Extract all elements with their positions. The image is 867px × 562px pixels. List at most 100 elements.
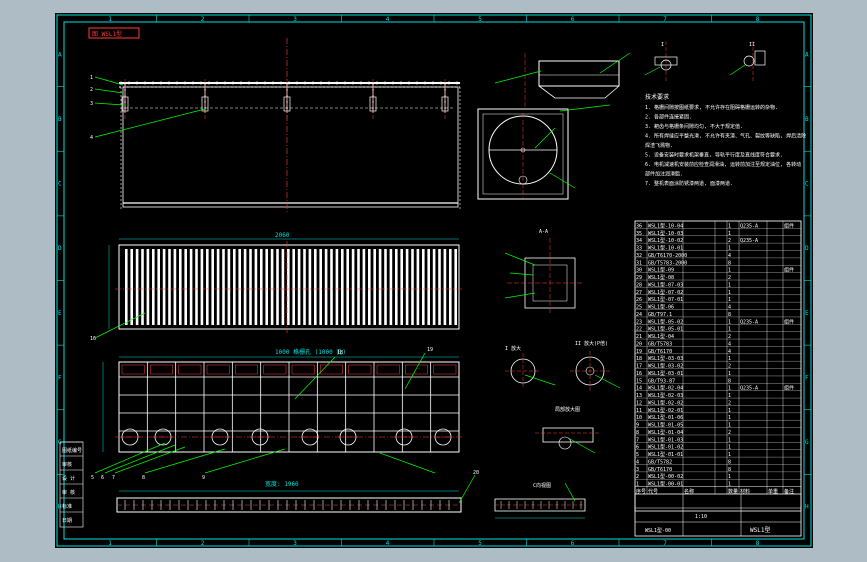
grate-bar: [222, 249, 225, 325]
parts-cell: WSL1型-04: [648, 333, 674, 340]
small-view-2: II: [729, 41, 766, 83]
parts-cell: 3: [636, 467, 639, 473]
zone-mark-bottom: 1: [108, 540, 112, 547]
plan-title: 1000 格栅孔 (1000 孔): [275, 348, 346, 356]
parts-cell: 9: [636, 423, 639, 429]
parts-cell: WSL1型-01-06: [648, 414, 683, 421]
parts-cell: 25: [636, 305, 642, 311]
grate-bar: [378, 249, 382, 325]
grate-view: 2060 16: [90, 232, 463, 342]
small-view-1: I: [644, 41, 678, 83]
parts-cell: 1: [728, 327, 731, 333]
parts-cell: WSL1型-07-02: [648, 289, 683, 296]
note-line: 1. 格栅间隙按图纸要求, 不允许存在阻碍格栅运转的杂物.: [645, 104, 778, 111]
parts-cell: 35: [636, 231, 642, 237]
parts-cell: 33: [636, 246, 642, 252]
grate-bar: [287, 249, 290, 325]
parts-cell: 4: [728, 305, 731, 311]
parts-cell: 14: [636, 386, 642, 392]
parts-cell: 1: [728, 319, 731, 325]
parts-cell: 1: [728, 437, 731, 443]
grate-bar: [233, 249, 236, 325]
section-view: A-A: [504, 229, 583, 315]
parts-cell: 32: [636, 253, 642, 259]
title-drawing-name: WSL1型: [750, 526, 770, 534]
parts-cell: WSL1型-09: [648, 267, 674, 274]
parts-cell: WSL1型-02-01: [648, 407, 683, 414]
zone-mark-bottom: 7: [663, 540, 667, 547]
zone-mark-bottom: 8: [756, 540, 760, 547]
grate-bar: [184, 249, 187, 325]
parts-cell: WSL1型-05-02: [648, 318, 683, 325]
title-scale: 1:10: [695, 514, 707, 520]
grate-bar: [449, 249, 452, 325]
parts-cell: 11: [636, 408, 642, 414]
front-view: 1 2 3 4: [90, 38, 461, 213]
parts-cell: 19: [636, 349, 642, 355]
grate-bar: [373, 249, 376, 325]
grate-bar: [362, 249, 366, 325]
plan-view: 1000 格栅孔 (1000 孔) 5 6 7 8 9 18 19: [91, 347, 463, 481]
title-code: WSL1型-00: [645, 527, 671, 534]
parts-header: 序号: [636, 488, 646, 495]
grate-bar: [189, 249, 193, 325]
grate-bar: [314, 249, 317, 325]
parts-cell: 16: [636, 371, 642, 377]
note-line: 7. 整机表面涂防锈漆两道, 面漆两道.: [645, 180, 733, 187]
grate-bar: [227, 249, 231, 325]
parts-cell: 2: [728, 334, 731, 340]
parts-cell: 2: [728, 400, 731, 406]
zone-mark-bottom: 3: [293, 540, 297, 547]
detail-left: I 放大: [505, 345, 556, 389]
grate-bar: [432, 249, 436, 325]
parts-cell: 6: [636, 445, 639, 451]
grate-bar: [157, 249, 160, 325]
grate-bar: [303, 249, 306, 325]
zone-mark-left: A: [58, 51, 62, 58]
grate-bar: [135, 249, 139, 325]
zone-mark-left: C: [58, 181, 62, 188]
parts-cell: GB/T5782: [648, 459, 672, 465]
parts-cell: 8: [636, 430, 639, 436]
parts-cell: WSL1型-01-05: [648, 422, 683, 429]
parts-header: 单重: [768, 488, 778, 495]
callout-18: 18: [337, 350, 343, 356]
parts-header: 数量: [728, 488, 738, 495]
parts-cell: 21: [636, 334, 642, 340]
left-title-row: 日期: [62, 518, 72, 524]
grate-bar: [384, 249, 387, 325]
parts-cell: GB/T6170: [648, 349, 672, 355]
grate-bar: [308, 249, 312, 325]
parts-header: 备注: [784, 488, 794, 495]
parts-cell: 8: [728, 459, 731, 465]
zone-mark-top: 1: [108, 16, 112, 23]
detail-right-label: II 放大(P倍): [575, 340, 608, 347]
parts-cell: WSL1型-10-01: [648, 245, 683, 252]
grate-bar: [411, 249, 414, 325]
parts-cell: 23: [636, 319, 642, 325]
parts-cell: WSL1型-07-01: [648, 296, 683, 303]
grate-bar: [206, 249, 209, 325]
zone-mark-right: F: [805, 374, 809, 381]
left-title-row: 审 核: [62, 489, 75, 496]
callout-6: 6: [101, 475, 104, 481]
parts-cell: WSL1型-00-02: [648, 473, 683, 480]
parts-cell: 36: [636, 223, 642, 229]
parts-cell: 1: [728, 452, 731, 458]
grate-bar: [324, 249, 328, 325]
grate-bar: [330, 249, 333, 325]
parts-cell: 30: [636, 268, 642, 274]
detail-lower: 局部放大图: [535, 406, 600, 454]
grate-bar: [346, 249, 349, 325]
parts-cell: 1: [728, 393, 731, 399]
parts-cell: 29: [636, 275, 642, 281]
zone-mark-right: G: [805, 439, 809, 446]
grate-bar: [211, 249, 214, 325]
c-view: C向视图: [494, 482, 586, 519]
note-line: 焊渣飞溅物.: [645, 142, 673, 149]
zone-mark-right: H: [805, 504, 809, 511]
parts-cell: 1: [636, 482, 639, 488]
grate-bar: [152, 249, 155, 325]
